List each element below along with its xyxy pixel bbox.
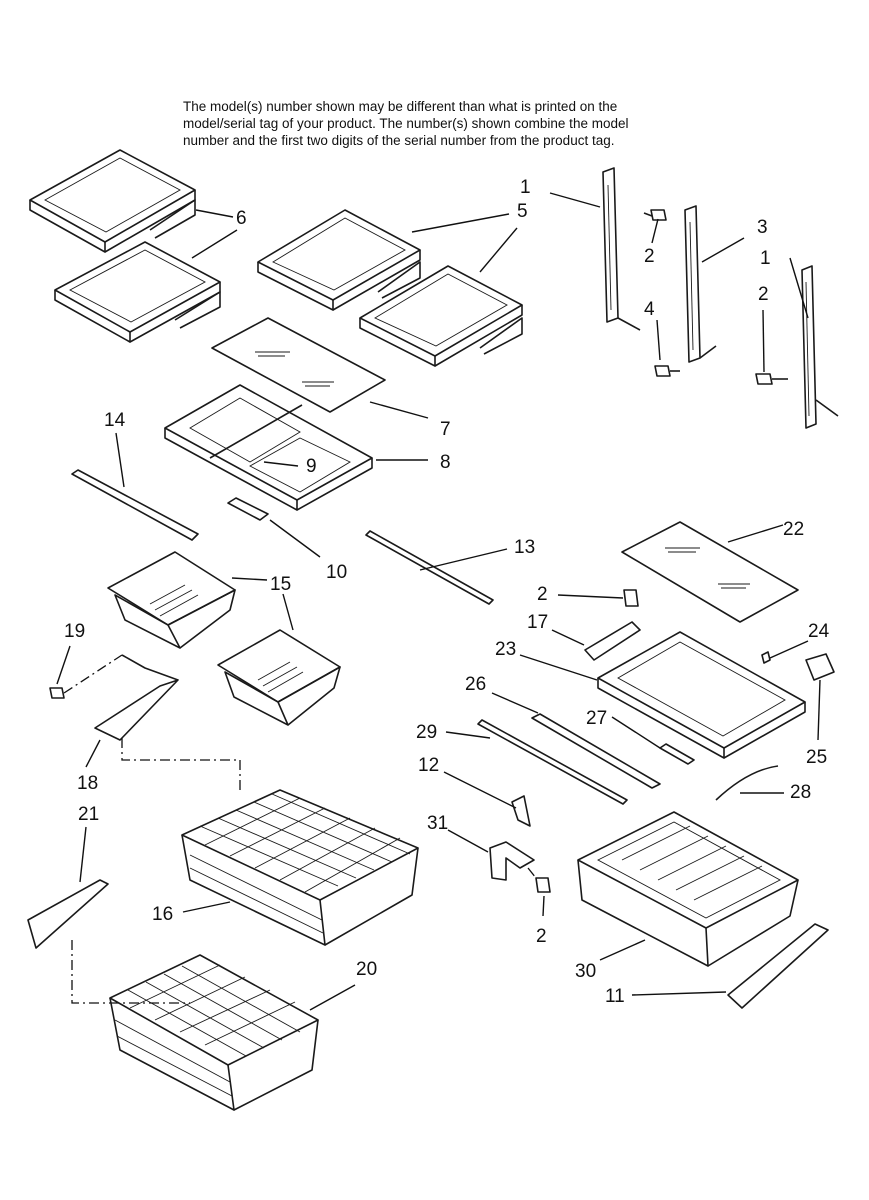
part-7-glass-cover [211, 317, 386, 413]
part-19-screw [49, 654, 123, 699]
part-30-pan [577, 811, 799, 967]
callout-labels: 1 5 6 3 1 2 2 4 7 8 9 14 10 13 15 19 18 … [64, 177, 830, 1007]
part-11-handle [727, 923, 829, 1009]
callout-5: 5 [517, 201, 528, 222]
part-18-basket-rail [94, 654, 241, 790]
part-16-wire-basket [181, 789, 419, 946]
callout-10: 10 [326, 562, 347, 583]
note-line-2: model/serial tag of your product. The nu… [183, 116, 629, 131]
callout-17: 17 [527, 612, 548, 633]
part-5-shelf-right [359, 265, 523, 367]
callout-16: 16 [152, 904, 173, 925]
callout-2-lower-right: 2 [537, 584, 548, 605]
callout-2-right: 2 [758, 284, 769, 305]
callout-9: 9 [306, 456, 317, 477]
part-1-shelf-rail-right [801, 265, 839, 429]
callout-25: 25 [806, 747, 827, 768]
callout-11: 11 [605, 986, 625, 1007]
note-line-1: The model(s) number shown may be differe… [183, 99, 618, 114]
part-2-screw-lower-right [623, 589, 639, 607]
part-10-bracket [227, 497, 269, 521]
callout-13: 13 [514, 537, 535, 558]
callout-2-bottom: 2 [536, 926, 547, 947]
callout-30: 30 [575, 961, 596, 982]
callout-2-upper: 2 [644, 246, 655, 267]
part-2-screw-upper [643, 209, 667, 221]
part-31-bracket [489, 841, 535, 881]
leader-lines [56, 192, 821, 1011]
callout-28: 28 [790, 782, 811, 803]
part-20-wire-basket [109, 954, 319, 1111]
part-29-rod [477, 719, 628, 805]
callout-27: 27 [586, 708, 607, 729]
callout-23: 23 [495, 639, 516, 660]
part-4-screw [654, 365, 680, 377]
note-line-3: number and the first two digits of the s… [183, 133, 615, 148]
part-25-clip [805, 653, 835, 681]
part-9-divider [209, 404, 303, 459]
part-5-shelf-left [257, 209, 421, 311]
callout-7: 7 [440, 419, 451, 440]
callout-6: 6 [236, 208, 247, 229]
callout-31: 31 [427, 813, 448, 834]
callout-21: 21 [78, 804, 99, 825]
model-number-note: The model(s) number shown may be differe… [183, 98, 743, 149]
part-14-trim [71, 469, 199, 541]
callout-15: 15 [270, 574, 291, 595]
part-6-shelf-upper [29, 149, 196, 253]
part-12-bracket [511, 795, 531, 827]
callout-1-right: 1 [760, 248, 771, 269]
part-2-screw-right [755, 373, 788, 385]
part-22-glass-cover [621, 521, 799, 623]
part-27-bracket [659, 743, 695, 765]
callout-4: 4 [644, 299, 655, 320]
callout-26: 26 [465, 674, 486, 695]
part-28-wire [715, 765, 779, 801]
part-17-bracket [584, 621, 641, 661]
part-2-screw-bottom [527, 867, 551, 893]
part-3-shelf-rail-center [684, 205, 717, 363]
callout-12: 12 [418, 755, 439, 776]
part-23-pan-frame [597, 631, 806, 759]
part-26-trim [531, 713, 661, 789]
part-15-bin-lower [217, 629, 341, 726]
callout-24: 24 [808, 621, 830, 642]
part-8-crisper-frame [164, 384, 373, 511]
callout-20: 20 [356, 959, 377, 980]
callout-1-upper: 1 [520, 177, 531, 198]
part-15-bin-upper [107, 551, 236, 649]
part-1-shelf-rail-left [602, 167, 641, 331]
callout-8: 8 [440, 452, 451, 473]
callout-14: 14 [104, 410, 126, 431]
callout-18: 18 [77, 773, 98, 794]
part-6-shelf-lower [54, 241, 221, 343]
part-21-basket-rail [27, 879, 190, 1004]
part-24-clip [761, 651, 771, 664]
callout-19: 19 [64, 621, 85, 642]
callout-29: 29 [416, 722, 437, 743]
callout-22: 22 [783, 519, 804, 540]
callout-3: 3 [757, 217, 768, 238]
